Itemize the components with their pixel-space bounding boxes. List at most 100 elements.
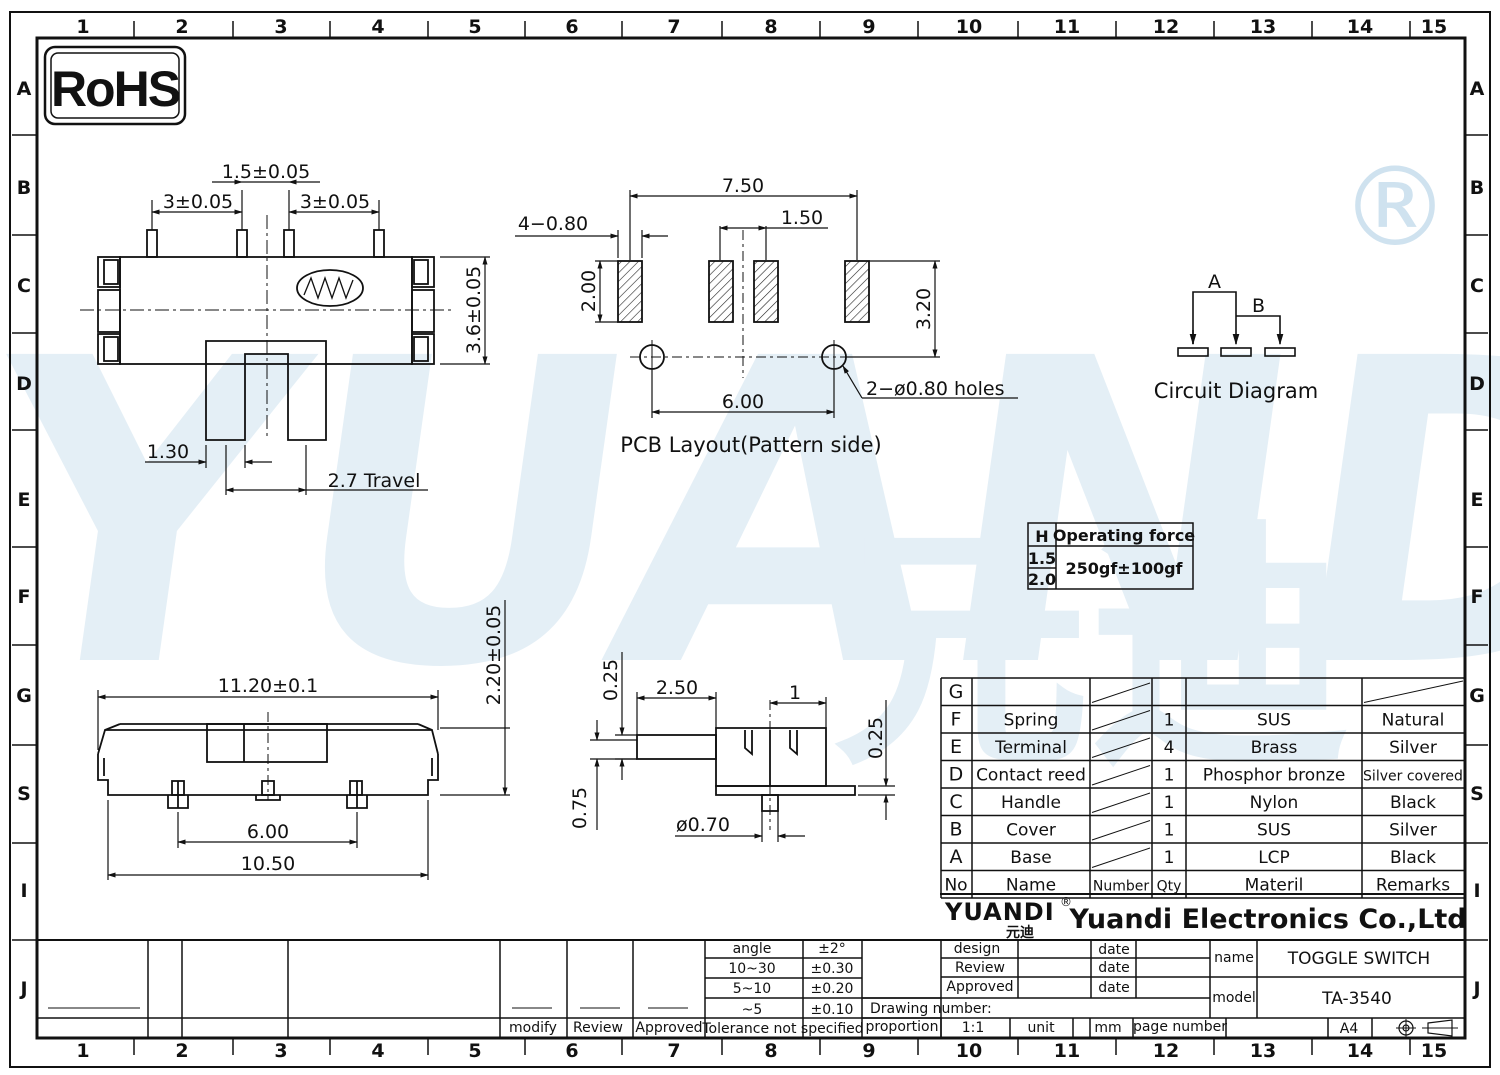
bom-qty: 4 <box>1164 738 1175 758</box>
model-value: TA-3540 <box>1321 989 1392 1009</box>
bom-name: Handle <box>1001 793 1061 813</box>
outer-frame <box>9 11 1491 1068</box>
front-view-dims <box>97 600 510 880</box>
side-view-dims <box>590 652 895 842</box>
paper-size: A4 <box>1340 1021 1359 1037</box>
grid-row-right: J <box>1471 978 1480 1000</box>
grid-row-right: S <box>1470 783 1484 805</box>
bom-name: Terminal <box>994 738 1067 758</box>
grid-col-top: 3 <box>274 16 287 38</box>
date-label: date <box>1098 980 1130 996</box>
grid-col-bottom: 1 <box>76 1040 89 1062</box>
grid-row-right: I <box>1473 880 1480 902</box>
top-view-dims <box>145 179 490 495</box>
circuit-label-a: A <box>1208 271 1221 293</box>
tolerance-value: ±2° <box>818 941 846 957</box>
bom-remarks: Black <box>1390 848 1436 868</box>
front-dim-pin-pitch: 6.00 <box>247 821 289 843</box>
grid-labels: 1122334455667788991010111112121313141415… <box>12 16 1488 1062</box>
grid-row-right: D <box>1469 373 1485 395</box>
tolerance-range: 10~30 <box>728 961 775 977</box>
company-registered: ® <box>1060 895 1072 909</box>
grid-row-left: A <box>17 78 32 100</box>
grid-row-left: F <box>18 586 31 608</box>
proportion-label: proportion <box>866 1019 939 1035</box>
grid-col-top: 15 <box>1421 16 1447 38</box>
tolerance-range: ~5 <box>742 1002 763 1018</box>
bom-remarks: Silver <box>1389 821 1437 841</box>
pcb-dim-width: 7.50 <box>722 175 764 197</box>
grid-col-top: 12 <box>1153 16 1179 38</box>
dim-left-pins: 3±0.05 <box>163 191 233 213</box>
company-name: Yuandi Electronics Co.,Ltd <box>1068 904 1466 935</box>
bom-no: D <box>949 764 964 786</box>
pcb-dim-pad-height: 2.00 <box>578 270 600 312</box>
grid-col-bottom: 2 <box>175 1040 188 1062</box>
bom-name: Cover <box>1006 821 1056 841</box>
pcb-holes-note: 2−ø0.80 holes <box>866 378 1005 400</box>
grid-row-right: A <box>1470 78 1485 100</box>
force-h2: 2.0 <box>1028 570 1056 589</box>
grid-col-bottom: 4 <box>371 1040 384 1062</box>
grid-col-top: 9 <box>862 16 875 38</box>
tolerance-value: ±0.20 <box>811 981 854 997</box>
grid-row-right: F <box>1471 586 1484 608</box>
bom-header: No <box>944 876 967 896</box>
watermark: YUANDI 元迪 <box>0 270 1500 802</box>
grid-col-bottom: 12 <box>1153 1040 1179 1062</box>
page-number-label: page number <box>1133 1019 1227 1035</box>
grid-col-bottom: 5 <box>468 1040 481 1062</box>
bom-no: G <box>949 681 964 703</box>
grid-row-left: I <box>20 880 27 902</box>
bom-no: E <box>950 736 962 758</box>
grid-row-right: B <box>1470 177 1484 199</box>
bom-material: Phosphor bronze <box>1203 766 1346 786</box>
tolerance-label: Tolerance not specified <box>701 1021 863 1037</box>
bom-no: C <box>949 791 962 813</box>
model-label: model <box>1212 990 1256 1006</box>
modify-label: modify <box>509 1020 557 1036</box>
drawing-number-label: Drawing number: <box>870 1001 992 1017</box>
tolerance-value: ±0.10 <box>811 1002 854 1018</box>
grid-row-left: E <box>18 489 31 511</box>
bom-qty: 1 <box>1164 821 1175 841</box>
grid-col-top: 11 <box>1054 16 1080 38</box>
svg-text:RoHS: RoHS <box>51 61 180 117</box>
grid-col-top: 13 <box>1250 16 1276 38</box>
bom-header: Materil <box>1245 876 1304 896</box>
rohs-logo: RoHS <box>43 45 187 126</box>
pcb-dim-hole-pitch: 6.00 <box>722 391 764 413</box>
pcb-dim-row: 3.20 <box>913 288 935 330</box>
bom-qty: 1 <box>1164 848 1175 868</box>
bom-name: Spring <box>1004 711 1059 731</box>
inner-frame <box>35 36 1467 1040</box>
bom-material: SUS <box>1257 821 1291 841</box>
bom-header: Number <box>1093 879 1149 895</box>
grid-col-top: 8 <box>764 16 777 38</box>
grid-col-bottom: 3 <box>274 1040 287 1062</box>
grid-row-left: G <box>16 685 32 707</box>
dim-body-height: 3.6±0.05 <box>463 266 485 354</box>
circuit-caption: Circuit Diagram <box>1154 379 1318 403</box>
force-h-header: H <box>1035 527 1048 546</box>
front-dim-width: 11.20±0.1 <box>218 675 319 697</box>
side-dim-1: 1 <box>789 682 801 704</box>
grid-row-right: C <box>1470 275 1484 297</box>
bom-material: Nylon <box>1250 793 1299 813</box>
bom-header: Name <box>1006 876 1056 896</box>
bom-remarks: Natural <box>1382 711 1445 731</box>
grid-col-bottom: 7 <box>667 1040 680 1062</box>
tolerance-value: ±0.30 <box>811 961 854 977</box>
top-view <box>80 215 455 441</box>
grid-col-top: 2 <box>175 16 188 38</box>
bom-no: F <box>951 709 962 731</box>
bom-remarks: Silver covered <box>1363 769 1463 785</box>
grid-col-top: 7 <box>667 16 680 38</box>
force-h1: 1.5 <box>1028 549 1056 568</box>
bom-header: Qty <box>1157 879 1182 895</box>
side-dim-075: 0.75 <box>569 787 591 829</box>
pcb-caption: PCB Layout(Pattern side) <box>620 433 881 457</box>
bom-name: Base <box>1010 848 1051 868</box>
